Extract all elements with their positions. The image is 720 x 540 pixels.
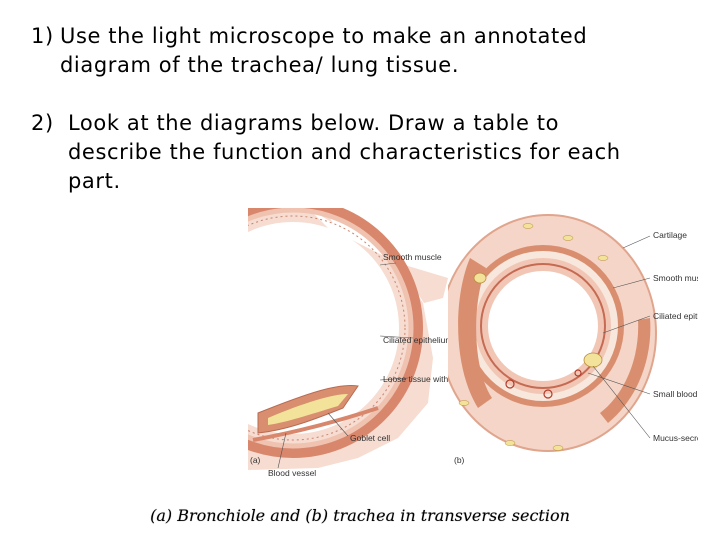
bronchiole-trachea-figure: Smooth muscle Ciliated epithelium Loose … bbox=[248, 208, 698, 478]
label-blood-vessel: Blood vessel bbox=[268, 468, 316, 478]
panel-a-annotations: Smooth muscle Ciliated epithelium Loose … bbox=[250, 252, 498, 478]
label-ciliated-epithelium-goblet: Ciliated epithelium with goblet cells bbox=[653, 311, 698, 321]
task-1-text: Use the light microscope to make an anno… bbox=[60, 24, 588, 77]
figure-caption: (a) Bronchiole and (b) trachea in transv… bbox=[150, 506, 570, 525]
task-2-number: 2) bbox=[31, 111, 54, 135]
label-smooth-muscle: Smooth muscle bbox=[383, 252, 442, 262]
panel-a-tag: (a) bbox=[250, 455, 261, 465]
task-1: 1) Use the light microscope to make an a… bbox=[31, 22, 660, 80]
label-mucus-gland: Mucus-secreting gland bbox=[653, 433, 698, 443]
label-loose-tissue: Loose tissue with elastic fibres bbox=[383, 374, 498, 384]
label-smooth-muscle-elastic: Smooth muscle and elastic fibres bbox=[653, 273, 698, 283]
task-1-number: 1) bbox=[31, 24, 54, 48]
label-cartilage: Cartilage bbox=[653, 230, 687, 240]
panel-b-tag: (b) bbox=[454, 455, 465, 465]
task-2-text: Look at the diagrams below. Draw a table… bbox=[68, 111, 621, 193]
bronchiole-diagram bbox=[248, 208, 448, 470]
panel-b-annotations: Cartilage Smooth muscle and elastic fibr… bbox=[454, 230, 698, 465]
trachea-diagram bbox=[448, 214, 657, 452]
label-ciliated-epithelium: Ciliated epithelium bbox=[383, 335, 452, 345]
task-2: 2) Look at the diagrams below. Draw a ta… bbox=[31, 109, 628, 196]
label-small-blood-vessel: Small blood vessel bbox=[653, 389, 698, 399]
label-goblet-cell: Goblet cell bbox=[350, 433, 390, 443]
